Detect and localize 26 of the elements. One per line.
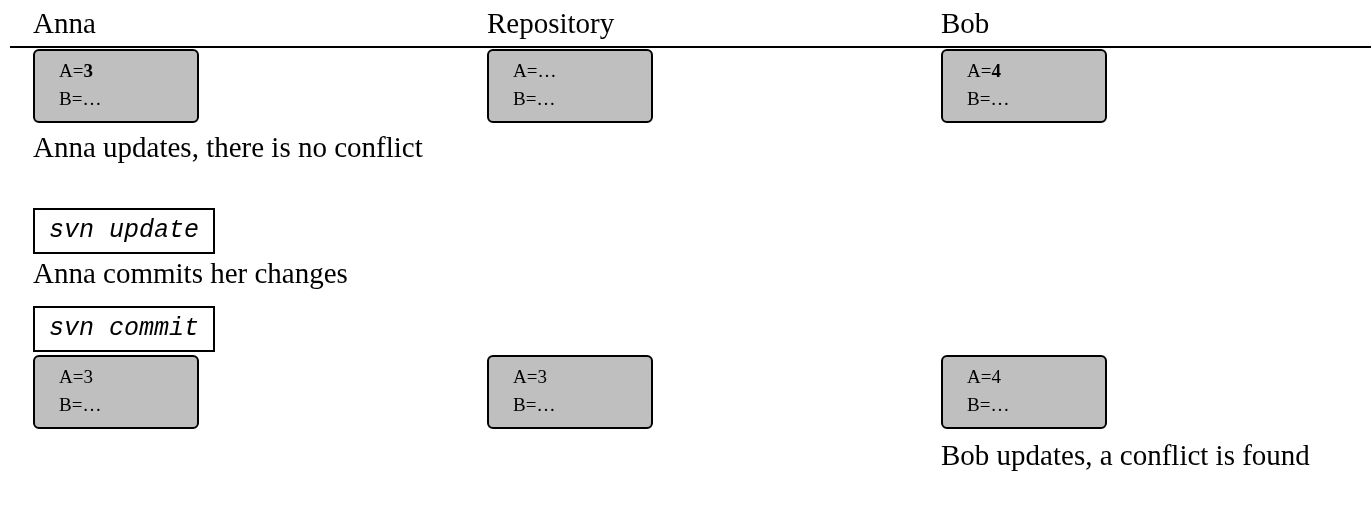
state-box [33, 355, 199, 429]
column-heading: Repository [487, 6, 615, 40]
state-box [941, 355, 1107, 429]
variable-value: B=… [59, 87, 102, 111]
variable-value: A=4 [967, 59, 1001, 83]
variable-value: B=… [59, 393, 102, 417]
variable-value: A=… [513, 59, 557, 83]
column-heading: Bob [941, 6, 990, 40]
command-box: svn commit [33, 306, 216, 352]
variable-value: B=… [967, 393, 1010, 417]
variable-value: B=… [513, 87, 556, 111]
variable-value: A=3 [59, 365, 93, 389]
variable-value: B=… [967, 87, 1010, 111]
step-description: Anna updates, there is no conflict [33, 130, 424, 164]
state-box [941, 49, 1107, 123]
variable-value: A=3 [59, 59, 93, 83]
variable-value: A=3 [513, 365, 547, 389]
state-box [33, 49, 199, 123]
variable-value: B=… [513, 393, 556, 417]
step-description: Anna commits her changes [33, 256, 348, 290]
state-box [487, 355, 653, 429]
step-description: Bob updates, a conflict is found [941, 438, 1311, 472]
column-heading: Anna [33, 6, 96, 40]
command-box: svn update [33, 208, 216, 254]
state-box [487, 49, 653, 123]
variable-value: A=4 [967, 365, 1001, 389]
